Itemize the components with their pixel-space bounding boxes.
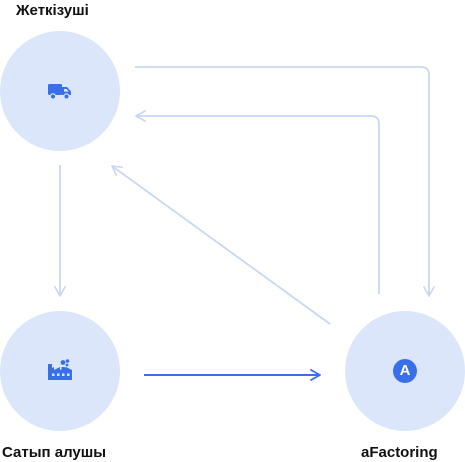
edge-factor-to-supplier-diagonal — [111, 165, 331, 325]
delivery-truck-icon — [47, 81, 73, 101]
buyer-node — [0, 311, 120, 431]
afactoring-node: A — [345, 311, 465, 431]
edge-factor-to-supplier — [135, 110, 380, 294]
supplier-node — [0, 31, 120, 151]
afactoring-label: aFactoring — [361, 444, 438, 461]
afactoring-logo-icon: A — [393, 359, 417, 383]
supplier-label: Жеткізуші — [16, 2, 89, 19]
edge-supplier-to-factor — [135, 66, 435, 297]
factory-icon — [46, 358, 74, 384]
buyer-label: Сатып алушы — [2, 444, 107, 461]
